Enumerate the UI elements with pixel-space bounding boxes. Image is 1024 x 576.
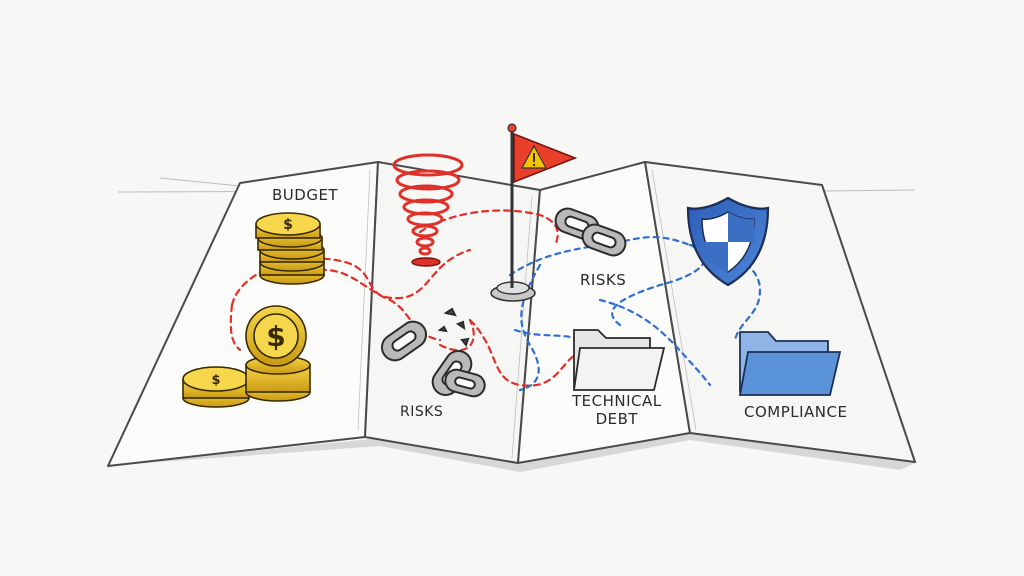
coin-stack-icon: $ $ — [182, 305, 311, 408]
svg-text:$: $ — [211, 373, 220, 388]
technical-debt-label: TECHNICAL DEBT — [572, 392, 662, 428]
broken-chain-icon — [380, 307, 486, 398]
shield-icon — [686, 196, 770, 287]
technical-debt-line1: TECHNICAL — [572, 392, 662, 410]
map-shadow — [105, 432, 918, 472]
folder-icon — [572, 329, 666, 391]
risks-label: RISKS — [400, 404, 444, 420]
svg-text:$: $ — [266, 320, 285, 353]
folder-icon — [738, 331, 842, 396]
budget-label: BUDGET — [272, 186, 339, 204]
risks-label: RISKS — [580, 271, 627, 289]
technical-debt-line2: DEBT — [595, 410, 639, 428]
tornado-icon — [392, 153, 464, 267]
warning-flag-icon — [490, 123, 578, 302]
coin-stack-icon: $ — [255, 212, 325, 285]
map-panel-1 — [107, 161, 379, 467]
compliance-label: COMPLIANCE — [744, 403, 848, 421]
chain-link-icon — [554, 207, 627, 257]
svg-text:$: $ — [283, 217, 293, 233]
